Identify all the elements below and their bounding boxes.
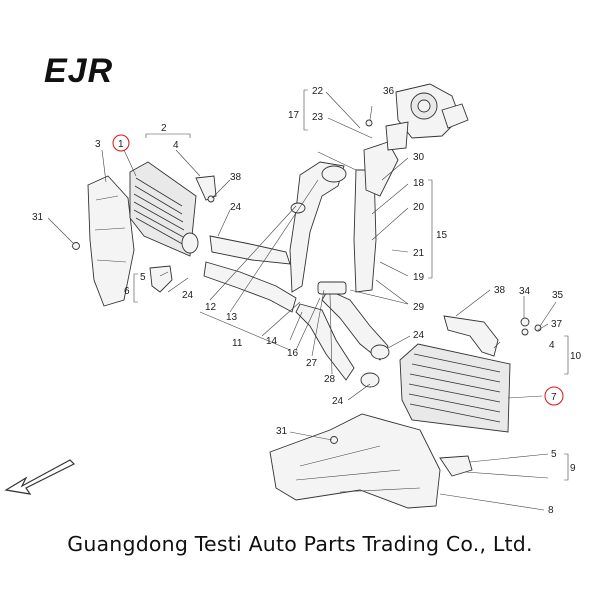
brand-logo: EJR [44, 52, 113, 90]
callout-23: 23 [312, 112, 324, 123]
callout-30: 30 [413, 152, 425, 163]
callout-6: 6 [124, 286, 130, 297]
callout-10: 10 [570, 351, 582, 362]
leader-lines [47, 89, 569, 511]
callout-7: 7 [551, 392, 557, 403]
central-ducting [203, 141, 399, 388]
callout-28: 28 [324, 374, 336, 385]
callout-38-left: 38 [230, 172, 242, 183]
callout-37: 37 [551, 319, 563, 330]
company-name: Guangdong Testi Auto Parts Trading Co., … [67, 532, 533, 556]
callout-35: 35 [552, 290, 564, 301]
callout-27: 27 [306, 358, 318, 369]
callout-2: 2 [161, 123, 167, 134]
callout-38-right: 38 [494, 285, 506, 296]
highlight-circle-1 [112, 134, 130, 152]
highlight-circle-7 [544, 386, 564, 406]
callout-1: 1 [118, 139, 124, 150]
callout-18: 18 [413, 178, 425, 189]
callout-16: 16 [287, 348, 299, 359]
callout-22: 22 [312, 86, 324, 97]
callout-34: 34 [519, 286, 531, 297]
right-intercooler-assembly [269, 315, 542, 509]
parts-diagram: EJR [4, 52, 582, 516]
callout-11: 11 [232, 338, 243, 349]
callout-4-left: 4 [173, 140, 179, 151]
callout-31-right: 31 [276, 426, 288, 437]
callout-5-right: 5 [551, 449, 557, 460]
callout-24-d: 24 [332, 396, 344, 407]
callout-24-a: 24 [230, 202, 242, 213]
callout-12: 12 [205, 302, 217, 313]
callout-4-right: 4 [549, 340, 555, 351]
callout-19: 19 [413, 272, 425, 283]
callout-15: 15 [436, 230, 448, 241]
direction-arrow-icon [4, 459, 76, 495]
callout-14: 14 [266, 336, 278, 347]
right-core-fins [408, 353, 501, 423]
callout-5-left: 5 [140, 272, 146, 283]
turbocharger [365, 83, 469, 151]
callout-13: 13 [226, 312, 238, 323]
callout-31-left: 31 [32, 212, 44, 223]
callout-21: 21 [413, 248, 425, 259]
left-intercooler-assembly [72, 161, 217, 307]
left-core-fins [133, 177, 187, 247]
callout-9: 9 [570, 463, 576, 474]
callout-24-b: 24 [182, 290, 194, 301]
callout-24-c: 24 [413, 330, 425, 341]
callout-3: 3 [95, 139, 101, 150]
callout-8: 8 [548, 505, 554, 516]
callout-20: 20 [413, 202, 425, 213]
callout-36: 36 [383, 86, 395, 97]
callout-labels: 1 3 2 4 38 31 24 5 6 24 12 13 11 14 16 2… [32, 86, 582, 516]
callout-17: 17 [288, 110, 300, 121]
logo-text: EJR [44, 52, 113, 90]
callout-29: 29 [413, 302, 425, 313]
